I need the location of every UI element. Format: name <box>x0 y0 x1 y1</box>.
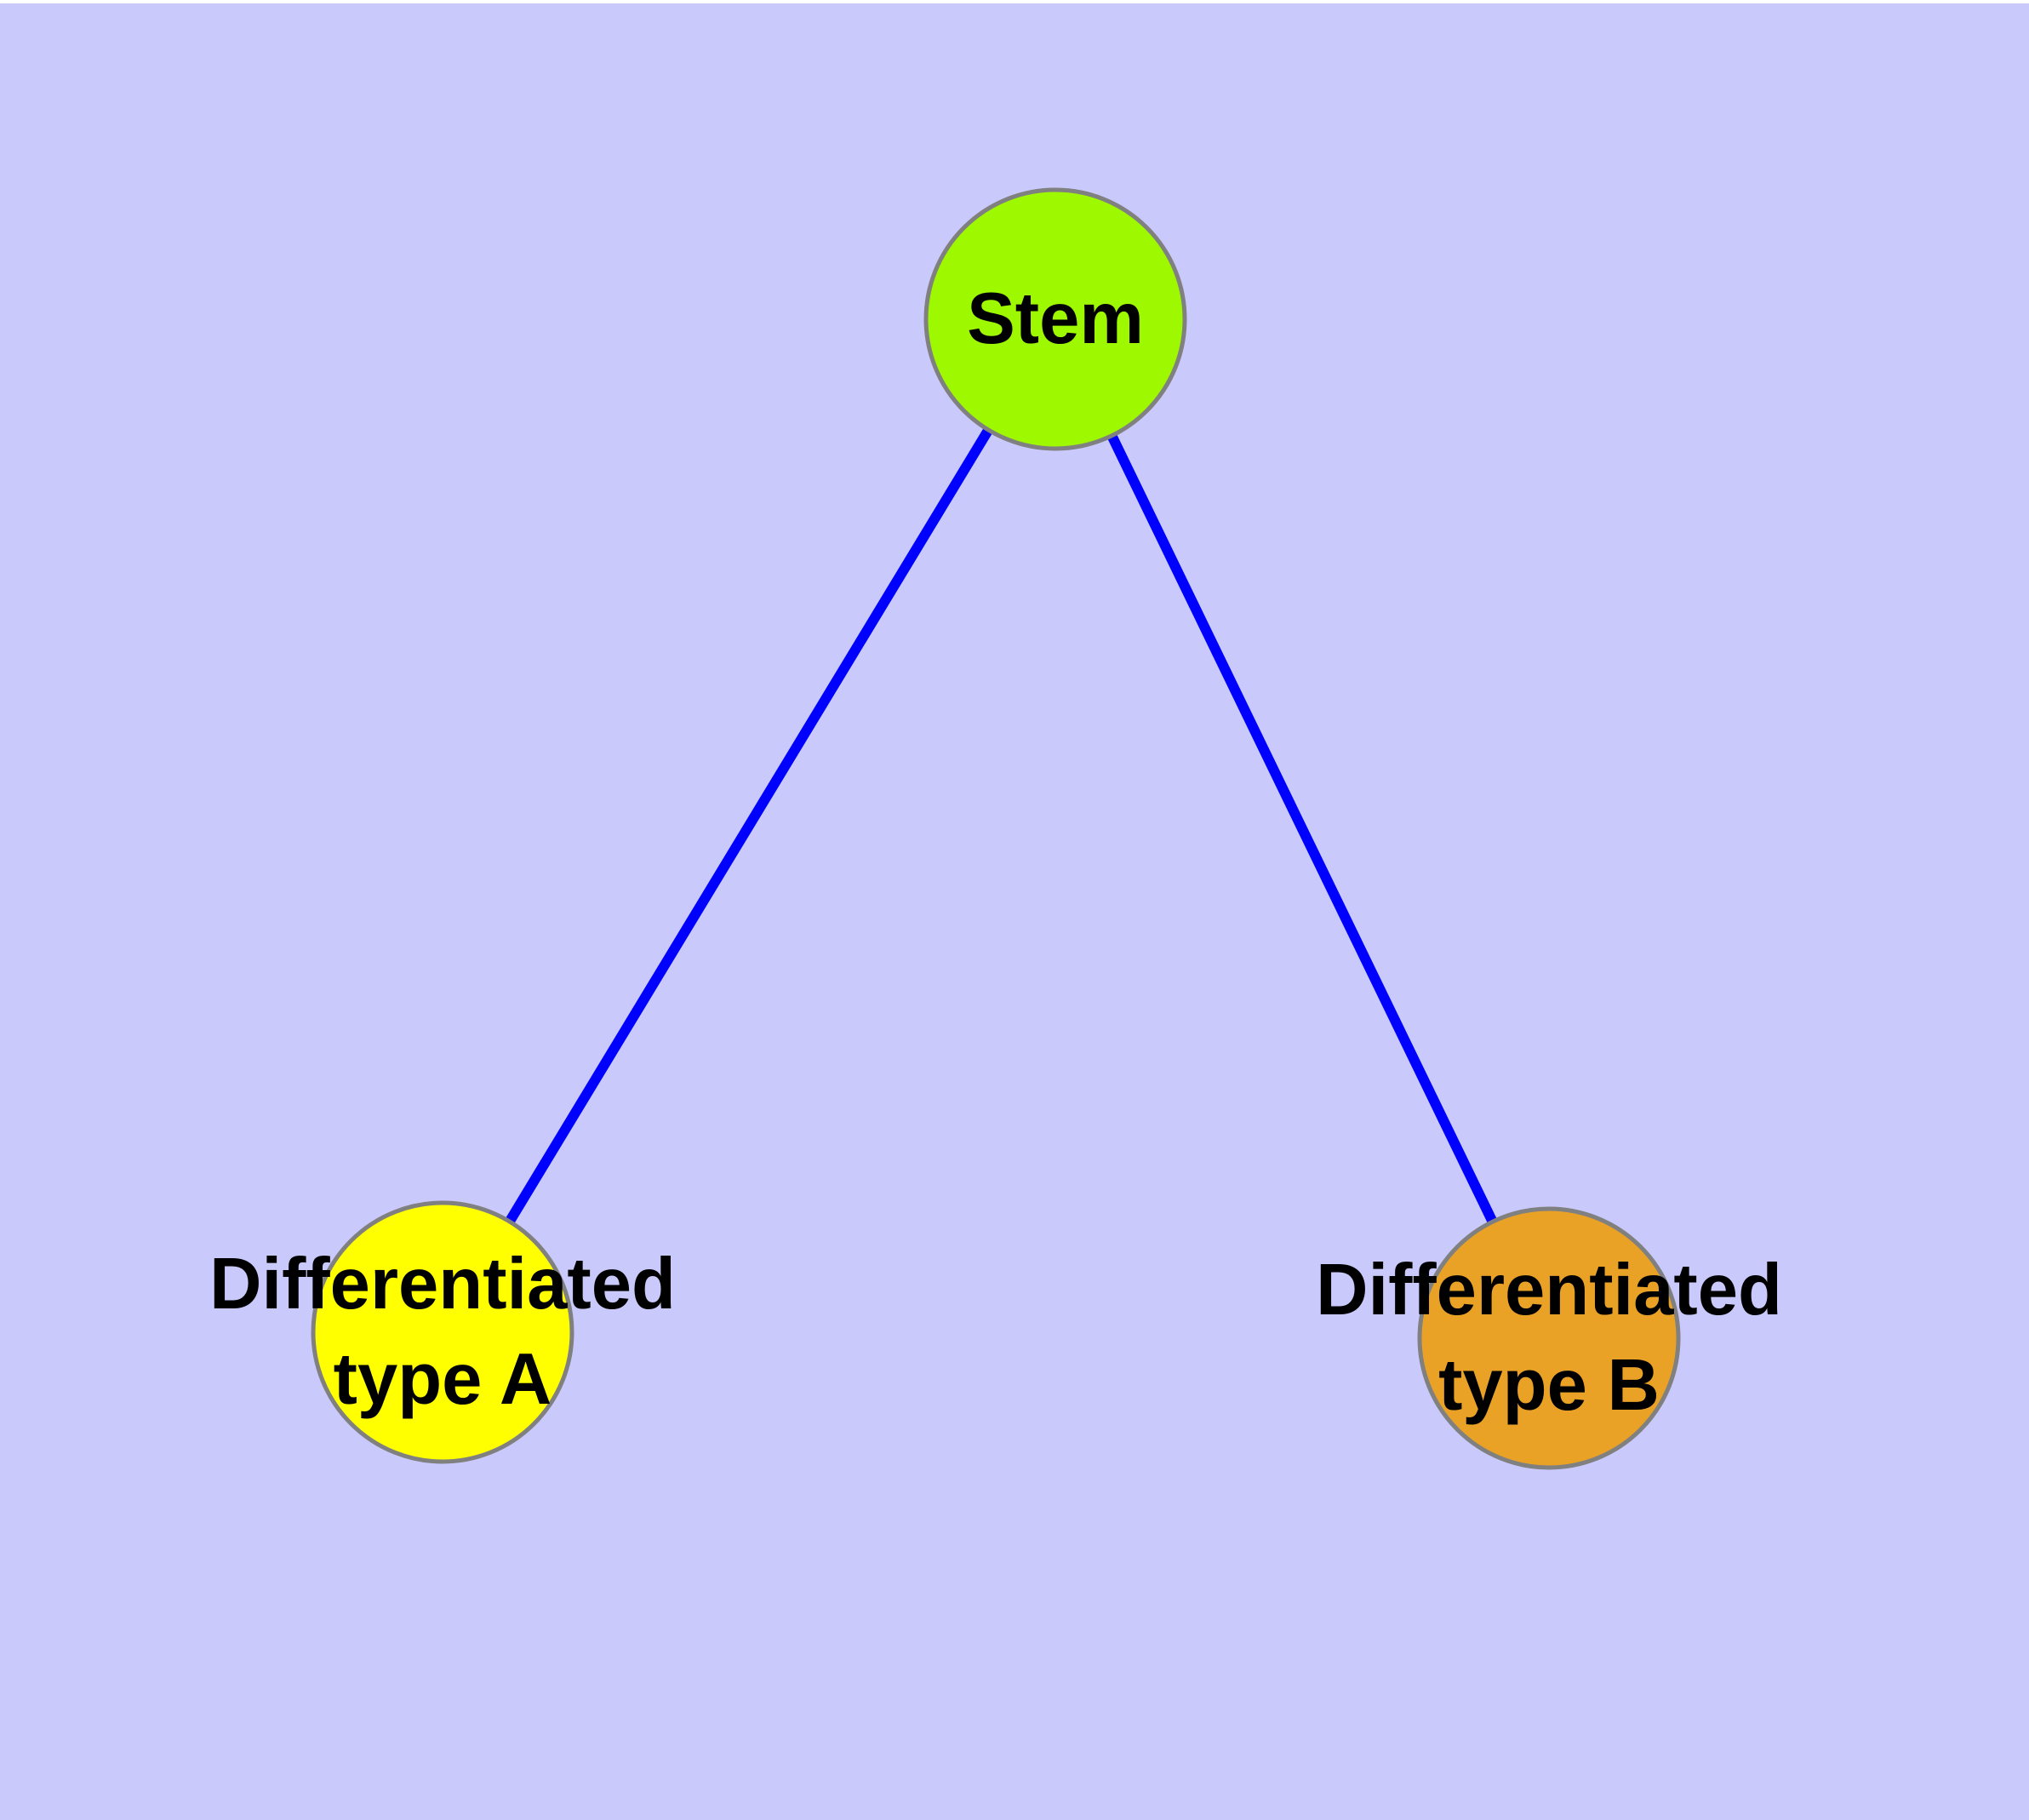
node-differentiated-type-a-circle <box>311 1200 574 1464</box>
edge-stem-to-type-b <box>1050 317 1554 1341</box>
edge-stem-to-type-a <box>437 316 1060 1336</box>
node-stem-circle <box>923 187 1187 451</box>
node-differentiated-type-b-circle <box>1417 1206 1681 1470</box>
